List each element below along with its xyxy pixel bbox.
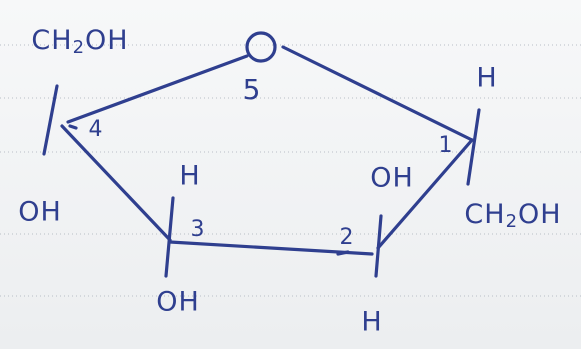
carbon-number-2: 2: [339, 225, 355, 250]
carbon-number-3: 3: [190, 217, 206, 242]
bond-o-c1: [281, 45, 474, 142]
subscript-text: 2: [72, 37, 86, 58]
carbon-number-4: 4: [88, 117, 104, 142]
tick-mark: [336, 250, 350, 256]
c3-bottom-oh-label: OH: [156, 286, 200, 318]
c2-top-oh-label: OH: [370, 162, 414, 194]
carbon-number-5: 5: [242, 73, 262, 106]
bond-c4-vertical: [42, 84, 59, 156]
ring-oxygen-circle: [245, 31, 277, 63]
bond-c4-o: [66, 54, 249, 124]
c1-bottom-ch2oh-label: CH2OH: [464, 201, 561, 231]
subscript-text: 2: [505, 211, 519, 232]
oh-text: OH: [85, 25, 129, 56]
carbon-number-1: 1: [438, 133, 454, 158]
c2-bottom-h-label: H: [361, 306, 383, 338]
tick-mark: [68, 124, 78, 130]
c4-top-ch2oh-label: CH2OH: [31, 27, 128, 57]
oh-text: OH: [518, 199, 562, 230]
bond-c4-c3: [60, 124, 172, 242]
c3-top-h-label: H: [179, 160, 201, 192]
c1-top-h-label: H: [476, 62, 498, 94]
c4-bottom-oh-label: OH: [18, 196, 62, 228]
bond-c3-vertical: [164, 196, 175, 278]
bond-c2-vertical: [374, 214, 383, 278]
bond-c3-c2: [168, 240, 374, 256]
bond-c1-vertical: [466, 108, 481, 186]
bond-c1-c2: [376, 138, 474, 250]
ch-text: CH: [464, 199, 506, 230]
ch-text: CH: [31, 25, 73, 56]
